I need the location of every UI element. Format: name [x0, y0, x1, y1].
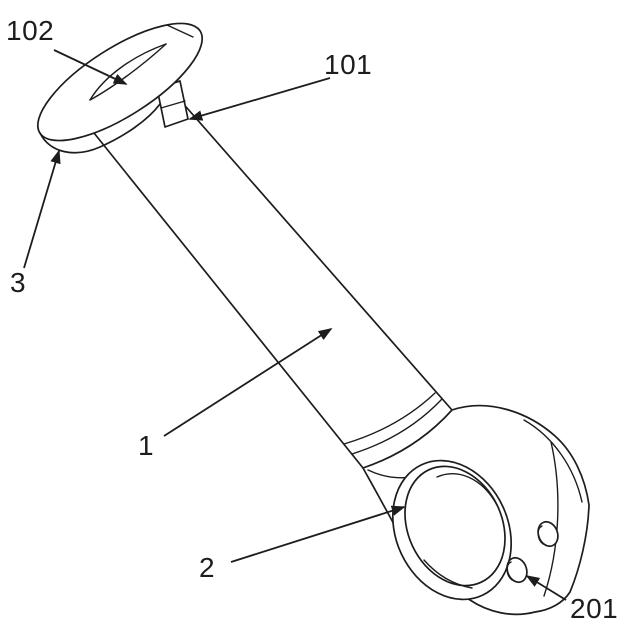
bolt-hole-lower	[506, 556, 528, 584]
stem-clamp-body	[362, 404, 590, 616]
bolt-hole-lower-depth	[506, 561, 513, 581]
disc-notch	[166, 24, 194, 38]
leader-arrow-1	[163, 328, 333, 437]
leader-arrow-3	[23, 149, 61, 269]
disc-slot-outer	[89, 43, 167, 101]
clamp-face-divider	[543, 441, 559, 597]
bolt-hole-upper-depth	[537, 525, 544, 545]
steerer-tube	[89, 99, 453, 469]
tube-right-edge	[179, 99, 453, 411]
label-101: 101	[324, 49, 373, 80]
label-2: 2	[199, 552, 216, 583]
disc-rim-thickness	[39, 103, 161, 154]
bore-depth-arc	[436, 473, 498, 506]
label-1: 1	[138, 430, 155, 461]
clamp-bore-ring	[391, 459, 513, 601]
leader-arrow-102	[53, 49, 128, 85]
collar-seam-lower	[351, 398, 443, 455]
collar-seam-upper	[343, 392, 436, 445]
label-3: 3	[10, 267, 27, 298]
tube-left-edge	[89, 127, 364, 469]
bore-bottom-edge	[423, 559, 473, 589]
label-201: 201	[570, 593, 619, 624]
tab-ridge	[160, 100, 186, 109]
bolt-hole-upper	[537, 520, 559, 548]
tube-collar	[343, 392, 443, 455]
leader-arrow-201	[525, 575, 567, 601]
clamp-corner-crease	[523, 419, 583, 503]
label-102: 102	[6, 15, 55, 46]
leader-arrows	[23, 49, 567, 601]
leader-arrow-2	[230, 505, 406, 563]
bore-inner-rim	[404, 465, 506, 587]
leader-arrow-101	[188, 77, 331, 121]
